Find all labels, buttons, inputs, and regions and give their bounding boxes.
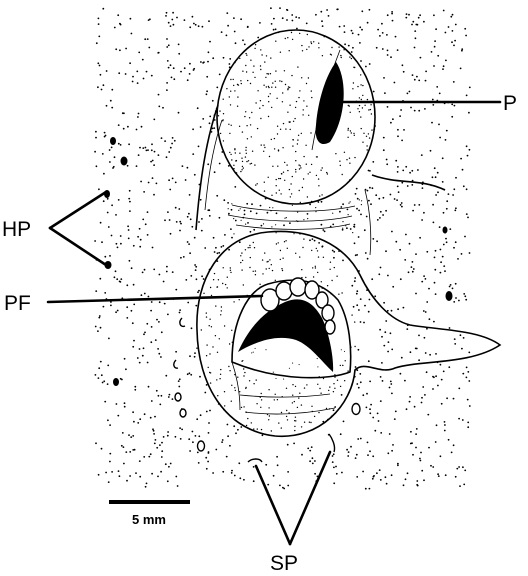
pf-leader-line <box>48 296 262 302</box>
scale-bar-label: 5 mm <box>132 512 166 527</box>
upper-structure <box>196 30 445 255</box>
hp-leader-line-upper <box>50 192 106 228</box>
upper-stipple <box>218 32 376 203</box>
label-pf: PF <box>4 292 31 315</box>
isolated-dots <box>104 137 453 386</box>
label-hp: HP <box>2 218 31 241</box>
lower-structure <box>196 231 500 436</box>
scale-bar: 5 mm <box>109 502 190 527</box>
oral-cavity <box>238 299 333 372</box>
sp-leader-line-right <box>290 452 330 544</box>
label-p: P <box>503 92 517 115</box>
label-sp: SP <box>270 552 298 575</box>
hp-leader-line-lower <box>50 228 106 265</box>
papilla-slit <box>316 62 344 144</box>
background-stipple <box>94 7 471 489</box>
sp-leader-line-left <box>256 466 290 544</box>
